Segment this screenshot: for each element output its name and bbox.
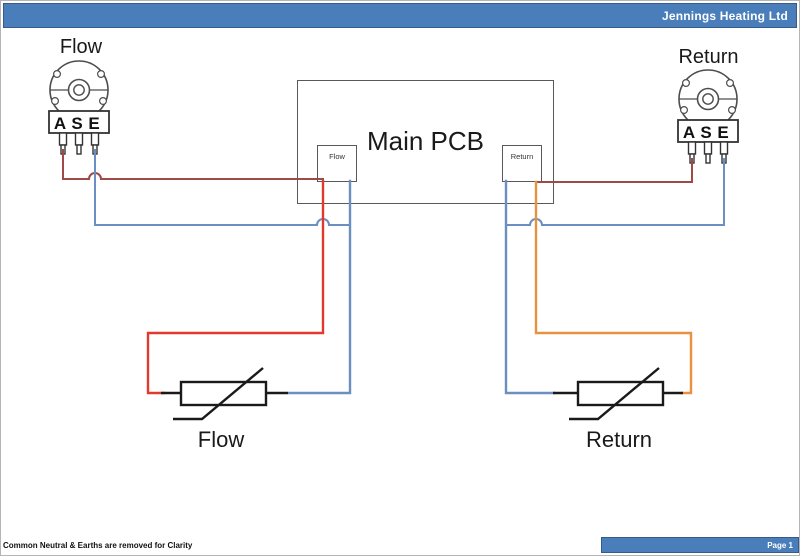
wire-flow-pot-red: [62, 149, 324, 180]
pot-shaft-inner: [73, 84, 85, 96]
wire-return-pot-red: [536, 158, 693, 183]
header-bar: Jennings Heating Ltd: [3, 3, 797, 28]
terminal-s-label: S: [71, 114, 82, 133]
pot-screws: [50, 70, 107, 105]
terminal-e-label: E: [88, 114, 99, 133]
pot-shaft-inner: [702, 93, 714, 105]
pot-pins: [687, 141, 729, 164]
flow-pot-label: Flow: [59, 36, 103, 58]
footer-note: Common Neutral & Earths are removed for …: [3, 541, 193, 550]
terminal-s-label: S: [700, 123, 711, 142]
pcb-return-pin-label: Return: [510, 152, 534, 161]
flow-thermistor-label: Flow: [197, 427, 245, 452]
return-potentiometer: A S E: [677, 69, 739, 164]
pot-shaft-outer: [67, 78, 91, 102]
flow-thermistor-symbol: [161, 367, 288, 421]
page-number-label: Page 1: [767, 540, 793, 550]
pot-terminal-block: [677, 119, 739, 143]
return-thermistor-symbol: [553, 367, 683, 421]
thermistor-diagonal: [173, 367, 264, 421]
pcb-flow-pin-label: Flow: [329, 152, 345, 161]
thermistor-diagonal: [569, 367, 660, 421]
pot-body: [678, 69, 738, 129]
pcb-flow-pin-box: Flow: [317, 145, 357, 182]
pcb-return-pin-box: Return: [502, 145, 542, 182]
pot-body: [49, 60, 109, 120]
thermistor-body: [576, 380, 665, 407]
page-number-badge: Page 1: [601, 537, 799, 553]
wire-flow-blue: [287, 179, 352, 395]
main-pcb-box: Main PCB Flow Return: [297, 80, 554, 204]
flow-potentiometer: A S E: [48, 60, 110, 155]
terminal-e-label: E: [717, 123, 728, 142]
return-pot-label: Return: [678, 46, 739, 68]
company-title: Jennings Heating Ltd: [661, 8, 788, 23]
wire-flow-red: [146, 179, 325, 395]
return-thermistor-label: Return: [585, 427, 653, 452]
thermistor-body: [179, 380, 268, 407]
wire-return-blue: [504, 179, 556, 395]
pot-shaft-outer: [696, 87, 720, 111]
main-pcb-title: Main PCB: [366, 126, 485, 156]
pot-pins: [58, 132, 100, 155]
pot-terminal-block: [48, 110, 110, 134]
wire-return-orange: [534, 180, 693, 395]
terminal-a-label: A: [54, 114, 66, 133]
terminal-a-label: A: [683, 123, 695, 142]
pot-screws: [679, 79, 736, 114]
